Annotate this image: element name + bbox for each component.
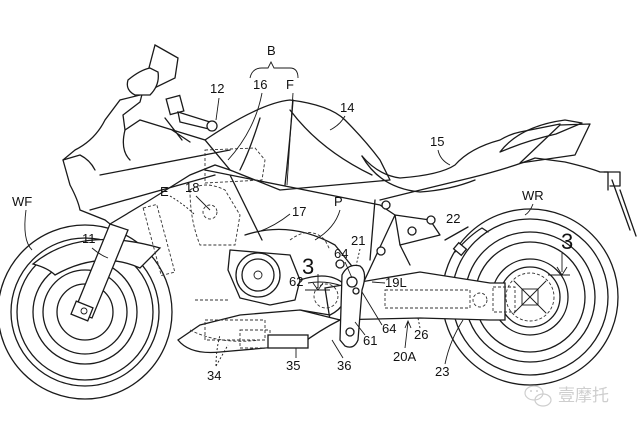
fuel-pump-region: [189, 184, 241, 246]
label-14: 14: [340, 100, 354, 115]
label-B: B: [267, 43, 276, 58]
label-35: 35: [286, 358, 300, 373]
section-arrow-right: [548, 253, 570, 276]
label-section-3-right: 3: [561, 229, 573, 254]
label-E: E: [160, 184, 169, 199]
fuel-tank: [204, 99, 391, 191]
label-section-3-left: 3: [302, 254, 314, 279]
label-P: P: [334, 194, 343, 209]
exhaust-belly-pan: [177, 299, 342, 354]
pivot-lower: [376, 246, 386, 256]
label-34: 34: [207, 368, 221, 383]
label-18: 18: [185, 180, 199, 195]
label-64-upper: 64: [334, 246, 348, 261]
airbox: [204, 147, 266, 184]
label-F: F: [286, 77, 294, 92]
label-WR: WR: [522, 188, 544, 203]
tail-cowl: [499, 119, 583, 153]
label-62: 62: [289, 274, 303, 289]
label-17: 17: [292, 204, 306, 219]
handlebar: [164, 94, 218, 143]
label-WF: WF: [12, 194, 32, 209]
label-64-lower: 64: [382, 321, 396, 336]
watermark-text: 壹摩托: [558, 386, 609, 406]
label-19L: 19L: [385, 275, 407, 290]
label-20A: 20A: [393, 349, 416, 364]
label-11: 11: [82, 231, 96, 246]
label-23: 23: [435, 364, 449, 379]
label-36: 36: [337, 358, 351, 373]
brace-B: [249, 60, 299, 79]
rear-subframe: [379, 157, 609, 201]
front-fork: [70, 223, 129, 322]
radiator: [142, 203, 176, 277]
section-arrow-left: [305, 274, 330, 291]
rear-shock: [394, 214, 489, 266]
label-16: 16: [253, 77, 267, 92]
label-21: 21: [351, 233, 365, 248]
labels: B 16 F 12 14 15 WF WR E 18 17 P 11 22 3 …: [12, 43, 573, 383]
seat: [361, 123, 561, 179]
label-61: 61: [363, 333, 377, 348]
tail-light: [519, 123, 591, 164]
wechat-icon: [524, 385, 552, 407]
pivot-upper: [381, 200, 391, 210]
main-frame: [204, 169, 381, 271]
label-15: 15: [430, 134, 444, 149]
front-fairing: [62, 44, 232, 225]
label-12: 12: [210, 81, 224, 96]
rear-fender: [603, 171, 637, 237]
watermark: 壹摩托: [524, 385, 609, 407]
label-26: 26: [414, 327, 428, 342]
label-22: 22: [446, 211, 460, 226]
